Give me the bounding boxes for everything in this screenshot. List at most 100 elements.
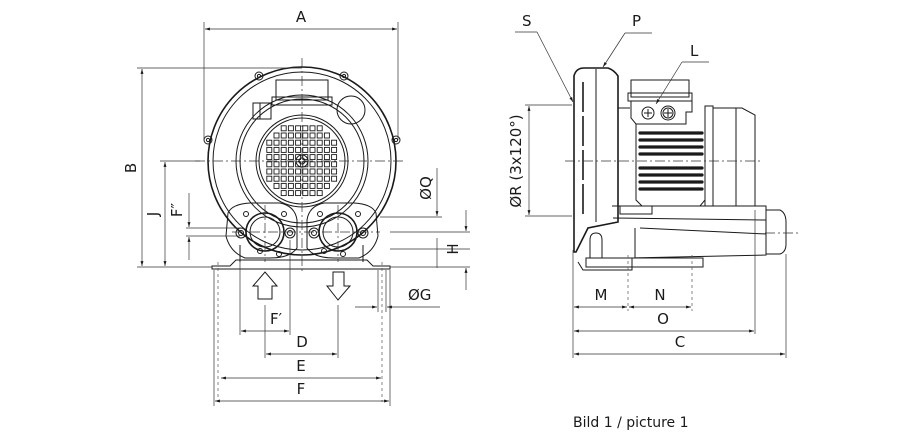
grid-cell xyxy=(287,154,294,161)
grid-cell xyxy=(287,146,294,153)
grid-cell xyxy=(295,132,302,139)
grid-cell xyxy=(302,146,309,153)
grid-cell xyxy=(316,154,323,161)
grid-cell xyxy=(295,146,302,153)
grid-cell xyxy=(302,154,309,161)
blower-housing xyxy=(573,67,619,253)
grid-cell xyxy=(309,190,316,197)
grid-cell xyxy=(331,175,338,182)
grid-cell xyxy=(323,154,330,161)
dim-label-c: C xyxy=(675,333,685,351)
grid-cell xyxy=(273,146,280,153)
grid-cell xyxy=(287,175,294,182)
dim-label-h: H xyxy=(444,243,462,254)
dim-label-o: O xyxy=(657,310,669,328)
grid-cell xyxy=(316,182,323,189)
grid-cell xyxy=(309,175,316,182)
fan-cover-side xyxy=(704,105,714,207)
grid-cell xyxy=(280,182,287,189)
grid-cell xyxy=(316,146,323,153)
grid-cell xyxy=(295,161,302,168)
grid-cell xyxy=(266,154,273,161)
dim-label-g: ØG xyxy=(408,286,431,304)
grid-cell xyxy=(295,190,302,197)
grid-cell xyxy=(331,146,338,153)
grid-cell xyxy=(295,168,302,175)
base-plate xyxy=(211,259,391,270)
grid-cell xyxy=(309,146,316,153)
grid-cell xyxy=(316,190,323,197)
grid-cell xyxy=(331,161,338,168)
grid-cell xyxy=(295,125,302,132)
grid-cell xyxy=(287,161,294,168)
grid-cell xyxy=(273,175,280,182)
grid-cell xyxy=(302,182,309,189)
motor-body xyxy=(635,124,706,207)
grid-cell xyxy=(309,132,316,139)
grid-cell xyxy=(302,132,309,139)
inlet-port xyxy=(225,202,298,259)
dim-label-s: S xyxy=(522,12,532,30)
grid-cell xyxy=(273,168,280,175)
grid-cell xyxy=(295,175,302,182)
grid-cell xyxy=(287,182,294,189)
grid-cell xyxy=(266,168,273,175)
grid-cell xyxy=(280,175,287,182)
grid-cell xyxy=(287,168,294,175)
outlet-flow-arrow xyxy=(325,271,352,301)
grid-cell xyxy=(295,154,302,161)
grid-cell xyxy=(280,190,287,197)
grid-cell xyxy=(280,125,287,132)
dim-label-r: ØR (3x120°) xyxy=(507,114,525,207)
grid-cell xyxy=(273,132,280,139)
dim-label-p: P xyxy=(632,12,641,30)
grid-cell xyxy=(287,139,294,146)
grid-cell xyxy=(280,132,287,139)
outlet-port xyxy=(306,202,379,259)
grid-cell xyxy=(302,190,309,197)
side-view: S P L ØR (3x120°) M N O C xyxy=(507,12,800,358)
grid-cell xyxy=(273,139,280,146)
dim-label-f: F xyxy=(297,380,306,398)
grid-cell xyxy=(287,125,294,132)
grid-cell xyxy=(302,161,309,168)
dim-label-q: ØQ xyxy=(417,176,435,200)
grid-cell xyxy=(266,146,273,153)
grid-cell xyxy=(302,139,309,146)
grid-cell xyxy=(309,139,316,146)
dim-label-a: A xyxy=(296,8,307,26)
inlet-flow-arrow xyxy=(251,271,279,300)
grid-cell xyxy=(316,168,323,175)
grid-cell xyxy=(309,154,316,161)
grid-cell xyxy=(316,175,323,182)
front-view: A B J F″ ØQ H ØG xyxy=(122,8,470,406)
figure-caption: Bild 1 / picture 1 xyxy=(573,415,689,431)
housing-lugs xyxy=(203,71,401,145)
grid-cell xyxy=(302,168,309,175)
grid-cell xyxy=(323,132,330,139)
dim-label-d: D xyxy=(296,333,308,351)
dim-label-n: N xyxy=(654,286,665,304)
grid-cell xyxy=(302,175,309,182)
grid-cell xyxy=(309,182,316,189)
grid-cell xyxy=(309,125,316,132)
grid-cell xyxy=(280,168,287,175)
dim-label-e: E xyxy=(296,357,305,375)
terminal-box-side xyxy=(630,79,690,98)
dim-label-m: M xyxy=(595,286,608,304)
grid-cell xyxy=(316,132,323,139)
grid-cell xyxy=(266,175,273,182)
grid-cell xyxy=(280,154,287,161)
grid-cell xyxy=(273,154,280,161)
dim-label-f-double-prime: F″ xyxy=(168,202,186,217)
grid-cell xyxy=(323,139,330,146)
cable-gland xyxy=(252,102,272,120)
grid-cell xyxy=(316,161,323,168)
grid-cell xyxy=(323,168,330,175)
motor-cooling-fins xyxy=(638,131,704,191)
grid-cell xyxy=(323,182,330,189)
grid-cell xyxy=(295,139,302,146)
grid-cell xyxy=(331,168,338,175)
grid-cell xyxy=(287,190,294,197)
